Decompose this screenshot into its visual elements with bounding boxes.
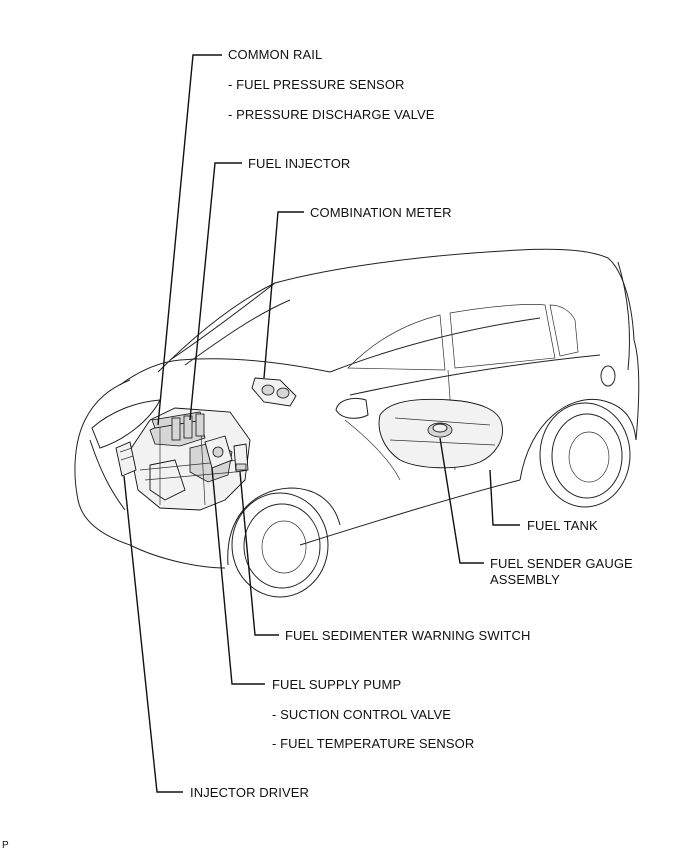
rear-wheel [539, 402, 631, 508]
label-pressure-discharge-valve: - PRESSURE DISCHARGE VALVE [228, 107, 435, 122]
corner-mark: P [2, 840, 9, 851]
label-fuel-tank: FUEL TANK [527, 518, 598, 533]
label-injector-driver: INJECTOR DRIVER [190, 785, 309, 800]
front-wheel [231, 492, 329, 598]
label-fuel-pressure-sensor: - FUEL PRESSURE SENSOR [228, 77, 405, 92]
label-fuel-supply-pump: FUEL SUPPLY PUMP [272, 677, 402, 692]
label-fuel-sender-gauge-line1: FUEL SENDER GAUGE [490, 556, 633, 571]
label-fuel-temperature-sensor: - FUEL TEMPERATURE SENSOR [272, 736, 475, 751]
injector-driver-part [115, 441, 137, 477]
fuel-supply-pump-part [204, 435, 233, 469]
label-suction-control-valve: - SUCTION CONTROL VALVE [272, 707, 452, 722]
label-fuel-injector: FUEL INJECTOR [248, 156, 351, 171]
fuel-injector-part [171, 413, 205, 441]
fuel-sedimenter-part [233, 443, 249, 473]
label-fuel-sedimenter-warning-switch: FUEL SEDIMENTER WARNING SWITCH [285, 628, 531, 643]
label-fuel-sender-gauge-line2: ASSEMBLY [490, 572, 560, 587]
fuel-tank-part [378, 398, 503, 469]
label-common-rail: COMMON RAIL [228, 47, 323, 62]
combination-meter-part [251, 377, 297, 407]
label-combination-meter: COMBINATION METER [310, 205, 452, 220]
leader-lines [123, 54, 520, 793]
